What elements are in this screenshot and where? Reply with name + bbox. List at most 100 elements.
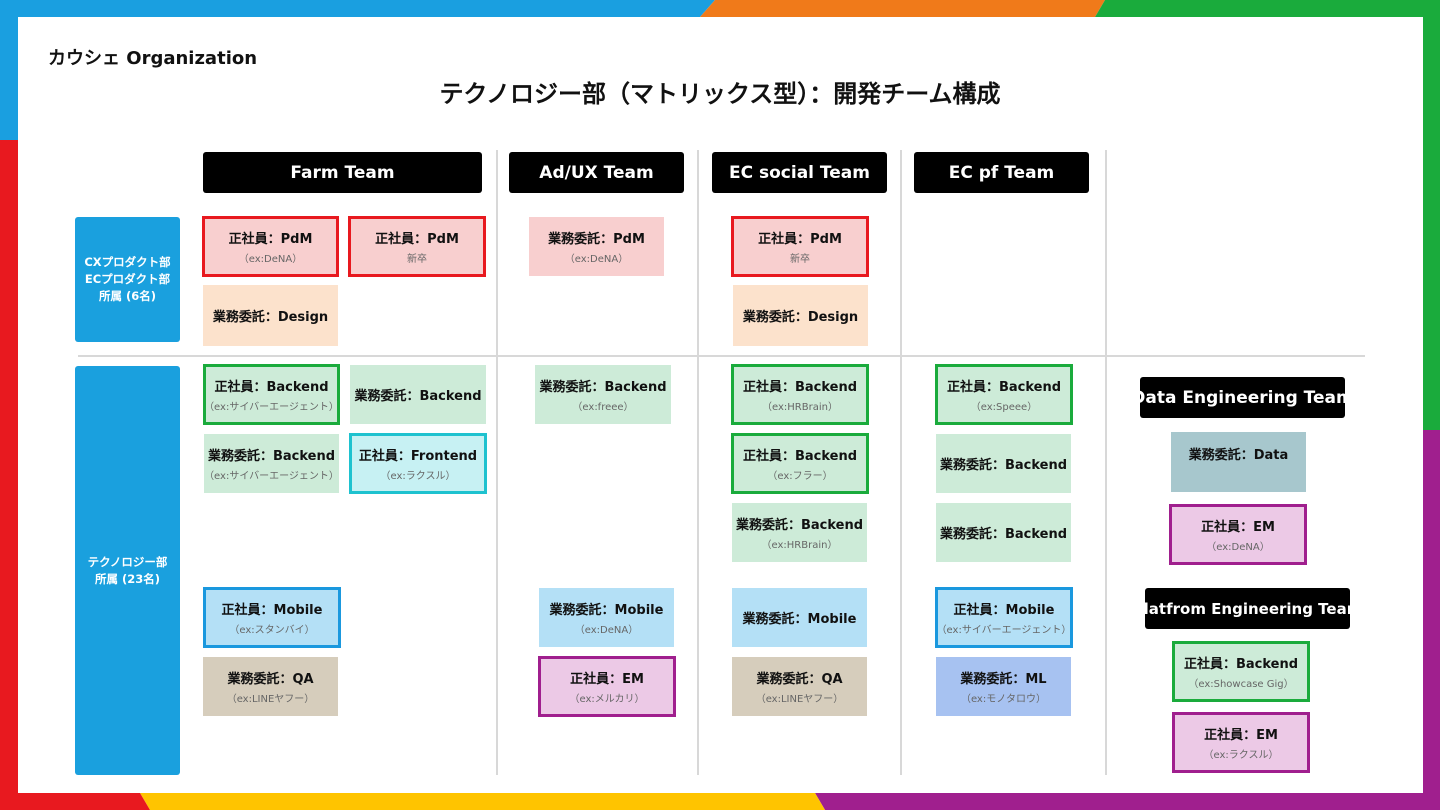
member-role: 正社員：Backend [1183, 657, 1299, 672]
member-background: （ex:サイバーエージェント） [936, 625, 1072, 636]
member-background: （ex:ラクスル） [380, 471, 456, 482]
member-box: 業務委託：Mobile （ex:DeNA） [539, 588, 674, 647]
member-role: 正社員：PdM [228, 232, 313, 247]
member-role: 正社員：EM [1201, 520, 1275, 535]
member-background: （ex:Speee） [970, 402, 1038, 413]
member-background: （ex:DeNA） [1206, 542, 1270, 553]
column-divider [496, 150, 498, 775]
member-role: 業務委託：Backend [735, 518, 864, 533]
member-background: （ex:LINEヤフー） [755, 694, 844, 705]
team-header-ec-social: EC social Team [712, 152, 887, 193]
column-divider [900, 150, 902, 775]
member-background: （ex:スタンバイ） [229, 625, 315, 636]
row-divider [78, 355, 1365, 357]
member-box: 業務委託：Data [1171, 432, 1306, 492]
member-box: 正社員：Backend （ex:Showcase Gig） [1172, 641, 1310, 702]
member-box: 業務委託：Backend （ex:freee） [535, 365, 671, 424]
member-background: （ex:DeNA） [574, 625, 639, 636]
department-cx-line: CXプロダクト部 [84, 255, 171, 270]
member-role: 正社員：Backend [742, 449, 858, 464]
member-role: 業務委託：Backend [539, 380, 667, 395]
member-box: 正社員：Mobile （ex:スタンバイ） [203, 587, 341, 648]
department-tech: テクノロジー部 所属 (23名) [75, 366, 180, 775]
member-background: （ex:freee） [572, 402, 634, 413]
member-box: 業務委託：ML （ex:モノタロウ） [936, 657, 1071, 716]
member-box: 業務委託：Backend （ex:サイバーエージェント） [204, 434, 339, 493]
member-role: 業務委託：Design [742, 310, 859, 325]
member-box: 業務委託：Backend （ex:HRBrain） [732, 503, 867, 562]
team-header-platform-engineering: Platfrom Engineering Team [1133, 588, 1362, 629]
member-role: 業務委託：PdM [548, 232, 645, 247]
member-box: 業務委託：Design [733, 285, 868, 346]
member-role: 業務委託：Mobile [549, 603, 664, 618]
member-box: 業務委託：Mobile [732, 588, 867, 647]
member-background: （ex:ラクスル） [1203, 750, 1279, 761]
department-tech-line: テクノロジー部 [87, 554, 168, 569]
department-cx-line: ECプロダクト部 [84, 272, 171, 287]
member-role: 業務委託：Design [212, 310, 329, 325]
member-box: 業務委託：Backend [350, 365, 486, 424]
member-box: 業務委託：Backend [936, 503, 1071, 562]
member-role: 正社員：PdM [375, 232, 459, 247]
member-role: 正社員：EM [1204, 728, 1278, 743]
member-role: 業務委託：Mobile [742, 612, 857, 627]
page-title: テクノロジー部（マトリックス型）：開発チーム構成 [439, 80, 1001, 108]
member-box: 業務委託：PdM （ex:DeNA） [529, 217, 664, 276]
member-background: 新卒 [790, 254, 810, 265]
member-role: 正社員：Backend [946, 380, 1062, 395]
member-background: （ex:LINEヤフー） [226, 694, 315, 705]
member-box: 正社員：Mobile （ex:サイバーエージェント） [935, 587, 1073, 648]
member-box: 業務委託：Backend [936, 434, 1071, 493]
member-box: 業務委託：Design [203, 285, 338, 346]
member-background: （ex:Showcase Gig） [1188, 679, 1294, 690]
member-box: 業務委託：QA （ex:LINEヤフー） [732, 657, 867, 716]
member-background: （ex:DeNA） [238, 254, 303, 265]
member-role: 正社員：Backend [214, 380, 329, 395]
member-box: 正社員：Backend （ex:HRBrain） [731, 364, 869, 425]
team-header-adux: Ad/UX Team [509, 152, 684, 193]
member-role: 正社員：Frontend [358, 449, 478, 464]
member-box: 正社員：Backend （ex:Speee） [935, 364, 1073, 425]
member-background: （ex:サイバーエージェント） [204, 471, 339, 482]
team-header-data-engineering: Data Engineering Team [1131, 377, 1354, 418]
member-box: 正社員：Frontend （ex:ラクスル） [349, 433, 487, 494]
member-box: 正社員：PdM 新卒 [731, 216, 869, 277]
member-role: 業務委託：Data [1188, 448, 1289, 463]
member-role: 業務委託：ML [960, 672, 1047, 687]
member-background: （ex:メルカリ） [569, 694, 645, 705]
department-cx-line: 所属 (6名) [98, 288, 157, 303]
member-role: 業務委託：QA [756, 672, 843, 687]
member-role: 業務委託：Backend [939, 527, 1068, 542]
member-box: 正社員：EM （ex:メルカリ） [538, 656, 676, 717]
member-role: 正社員：Backend [742, 380, 858, 395]
member-role: 正社員：EM [570, 672, 644, 687]
member-background: （ex:モノタロウ） [960, 694, 1047, 705]
column-divider [697, 150, 699, 775]
member-role: 業務委託：QA [227, 672, 314, 687]
department-tech-line: 所属 (23名) [94, 571, 161, 586]
member-box: 正社員：Backend （ex:サイバーエージェント） [203, 364, 340, 425]
member-role: 業務委託：Backend [939, 458, 1068, 473]
team-header-ec-pf: EC pf Team [914, 152, 1089, 193]
member-box: 正社員：EM （ex:DeNA） [1169, 504, 1307, 565]
member-background: （ex:フラー） [767, 471, 833, 482]
member-background: （ex:DeNA） [564, 254, 629, 265]
member-background: 新卒 [407, 254, 427, 265]
member-box: 正社員：EM （ex:ラクスル） [1172, 712, 1310, 773]
member-role: 業務委託：Backend [354, 389, 482, 404]
member-box: 業務委託：QA （ex:LINEヤフー） [203, 657, 338, 716]
member-background: （ex:サイバーエージェント） [204, 402, 339, 413]
team-header-farm: Farm Team [203, 152, 482, 193]
member-role: 正社員：PdM [758, 232, 842, 247]
member-role: 業務委託：Backend [207, 449, 336, 464]
member-box: 正社員：PdM 新卒 [348, 216, 486, 277]
member-role: 正社員：Mobile [953, 603, 1055, 618]
department-cx: CXプロダクト部 ECプロダクト部 所属 (6名) [75, 217, 180, 342]
member-background: （ex:HRBrain） [762, 402, 838, 413]
member-box: 正社員：PdM （ex:DeNA） [202, 216, 339, 277]
member-background: （ex:HRBrain） [761, 540, 838, 551]
column-divider [1105, 150, 1107, 775]
org-name: カウシェ Organization [48, 48, 258, 69]
member-box: 正社員：Backend （ex:フラー） [731, 433, 869, 494]
